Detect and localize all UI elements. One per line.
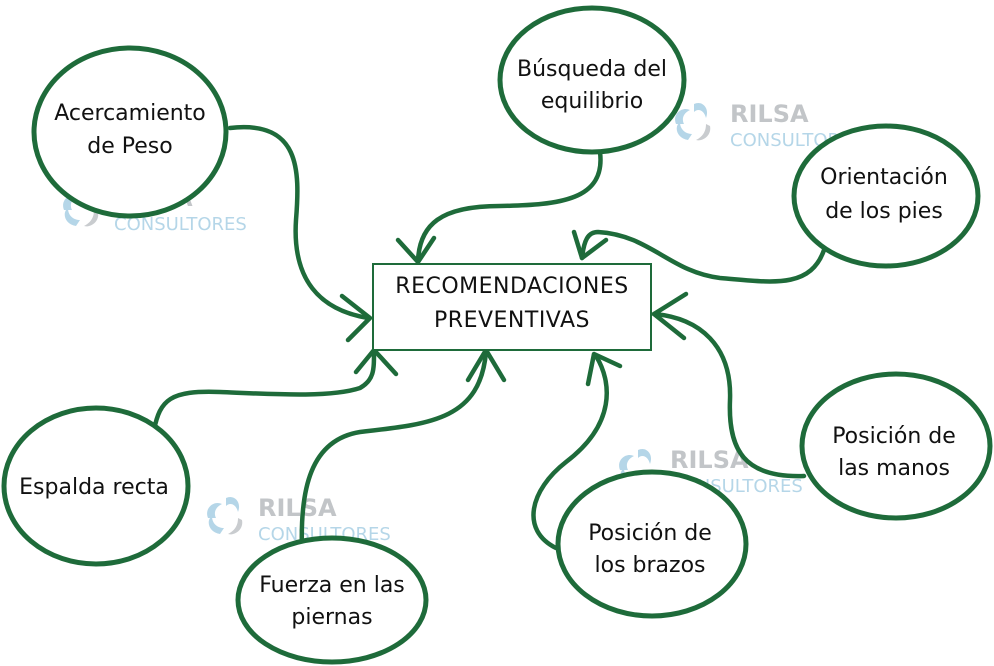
connector-busqueda (415, 149, 603, 263)
connector-manos (651, 311, 807, 479)
node-label: piernas (291, 605, 372, 630)
center-title-line1: RECOMENDACIONES (395, 274, 628, 299)
center-box: RECOMENDACIONES PREVENTIVAS (372, 263, 652, 351)
svg-text:RILSA: RILSA (670, 446, 749, 474)
arrowhead (395, 235, 437, 265)
svg-text:RILSA: RILSA (258, 494, 337, 522)
center-title-line2: PREVENTIVAS (434, 308, 590, 333)
svg-text:CONSULTORES: CONSULTORES (114, 214, 247, 235)
connector-acercamiento (227, 124, 371, 321)
node-label: Búsqueda del (517, 57, 667, 82)
node-label: equilibrio (541, 89, 643, 114)
node-label: Posición de (588, 521, 712, 546)
connector-fuerza (299, 349, 489, 553)
node-busqueda: Búsqueda del equilibrio (497, 5, 687, 155)
node-manos: Posición de las manos (799, 371, 993, 521)
connector-brazos (531, 353, 609, 551)
connector-espalda (151, 349, 377, 433)
svg-text:RILSA: RILSA (730, 100, 809, 128)
connector-orientacion (579, 229, 827, 284)
watermark: RILSA CONSULTORES (207, 494, 391, 545)
node-espalda: Espalda recta (1, 405, 191, 567)
node-label: los brazos (595, 553, 706, 578)
node-orientacion: Orientación de los pies (791, 123, 981, 269)
arrowhead (585, 351, 623, 387)
arrowhead (339, 293, 373, 343)
node-label: de los pies (825, 199, 943, 224)
node-label: Orientación (820, 165, 948, 190)
arrowhead (571, 229, 609, 261)
node-label: Posición de (832, 424, 956, 449)
node-fuerza: Fuerza en las piernas (235, 535, 429, 665)
arrowhead (651, 291, 689, 341)
node-label: Acercamiento (54, 101, 206, 126)
node-acercamiento: Acercamiento de Peso (31, 45, 229, 219)
node-label: Fuerza en las (259, 573, 405, 598)
node-brazos: Posición de los brazos (555, 469, 749, 619)
node-label: las manos (838, 456, 950, 481)
node-label: de Peso (87, 134, 172, 159)
node-label: Espalda recta (19, 475, 169, 500)
